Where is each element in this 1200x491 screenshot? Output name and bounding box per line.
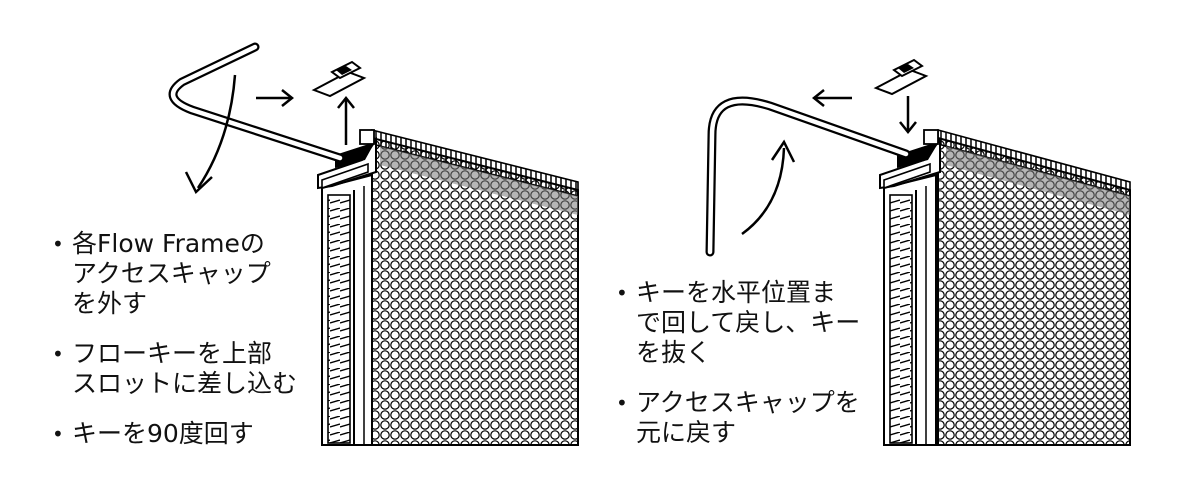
flow-frame xyxy=(879,128,1131,446)
left-step-list: 各Flow Frameの アクセスキャップ を外す フローキーを上部 スロットに… xyxy=(52,229,322,469)
step-line: を抜く xyxy=(636,338,712,367)
step-line: キーを90度回す xyxy=(72,419,254,448)
step-line: アクセスキャップを xyxy=(636,388,860,417)
flow-key-icon xyxy=(705,96,911,257)
straight-arrow-icon xyxy=(337,95,355,145)
step-line: 元に戻す xyxy=(636,418,737,447)
flow-key-icon xyxy=(168,42,345,163)
step-item: フローキーを上部 スロットに差し込む xyxy=(52,339,322,399)
left-panel xyxy=(168,42,579,446)
step-item: 各Flow Frameの アクセスキャップ を外す xyxy=(52,229,322,319)
step-line: で回して戻し、キー xyxy=(636,308,861,337)
step-item: アクセスキャップを 元に戻す xyxy=(616,388,886,448)
access-cap-icon xyxy=(311,60,367,98)
step-line: 各Flow Frameの xyxy=(72,229,265,258)
straight-arrow-icon xyxy=(811,89,852,107)
right-step-list: キーを水平位置ま で回して戻し、キー を抜く アクセスキャップを 元に戻す xyxy=(616,278,886,468)
curved-arrow-icon xyxy=(184,74,237,195)
step-line: フローキーを上部 xyxy=(72,339,273,368)
access-cap-icon xyxy=(873,58,929,96)
straight-arrow-icon xyxy=(256,89,295,107)
step-item: キーを水平位置ま で回して戻し、キー を抜く xyxy=(616,278,886,368)
flow-frame xyxy=(317,128,579,446)
step-line: スロットに差し込む xyxy=(72,369,298,398)
step-line: キーを水平位置ま xyxy=(636,278,837,307)
step-line: アクセスキャップ xyxy=(72,259,271,288)
step-line: を外す xyxy=(72,289,148,318)
curved-arrow-icon xyxy=(741,139,796,236)
straight-arrow-icon xyxy=(899,96,917,135)
step-item: キーを90度回す xyxy=(52,419,322,449)
right-panel xyxy=(705,58,1131,446)
